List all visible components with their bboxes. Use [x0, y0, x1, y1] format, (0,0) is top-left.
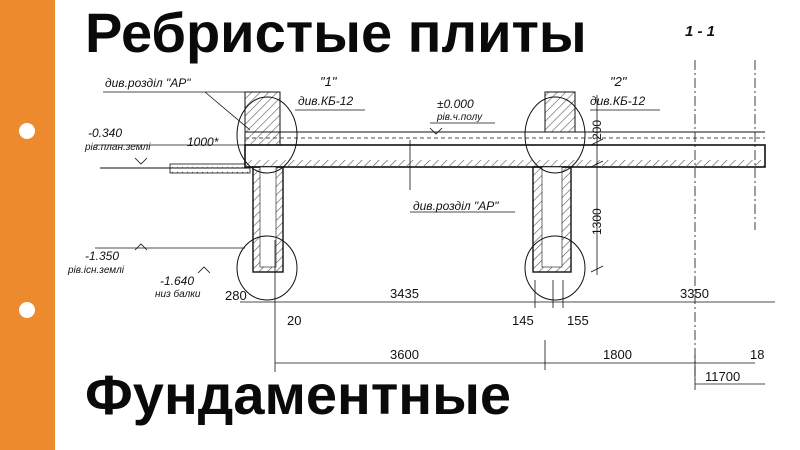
horizontal-dimensions [95, 144, 775, 390]
node-2-label: "2" [610, 74, 628, 89]
binder-hole-bottom [19, 302, 35, 318]
elev-beam: -1.640 [160, 274, 194, 288]
dim-11700: 11700 [705, 369, 740, 384]
section-label: 1 - 1 [685, 23, 715, 40]
dim-20: 20 [287, 313, 301, 328]
elev-beam-note: низ балки [155, 288, 201, 300]
vertical-dimensions [590, 95, 604, 275]
binder-hole-top [19, 123, 35, 139]
rib-2 [532, 91, 576, 273]
axis-lines [694, 60, 756, 380]
elev-exist: -1.350 [85, 249, 119, 263]
accent-sidebar [0, 0, 55, 450]
dim-1800: 1800 [603, 347, 632, 362]
dim-1300: 1300 [590, 208, 604, 235]
ref-ar-top: див.розділ "АР" [105, 76, 191, 90]
ribbed-slab [244, 131, 766, 168]
dim-3435: 3435 [390, 286, 419, 301]
foundation-section-drawing: 1 - 1 див.розділ "АР" "1" див.КБ-12 "2" … [67, 23, 775, 390]
node-markers [236, 96, 586, 301]
rib-1 [252, 166, 284, 273]
dim-3600: 3600 [390, 347, 419, 362]
node-2-ref: див.КБ-12 [590, 94, 645, 108]
wall-left [244, 91, 281, 148]
elev-exist-note: рів.існ.землі [67, 265, 125, 276]
dim-1000: 1000* [187, 135, 219, 149]
elev-floor-note: рів.ч.полу [436, 112, 483, 123]
node-1-label: "1" [320, 74, 338, 89]
dim-145: 145 [512, 313, 534, 328]
elev-floor: ±0.000 [437, 97, 474, 111]
elev-plan-note: рів.план.землі [84, 142, 151, 153]
dim-155: 155 [567, 313, 589, 328]
ground-lines [100, 163, 251, 174]
dim-280: 280 [225, 288, 247, 303]
node-1-ref: див.КБ-12 [298, 94, 353, 108]
dim-18: 18 [750, 347, 764, 362]
dim-200: 200 [590, 120, 604, 140]
title-top: Ребристые плиты [85, 1, 587, 64]
dim-3350: 3350 [680, 286, 709, 301]
leader-lines [103, 91, 660, 274]
ref-ar-mid: див.розділ "АР" [413, 199, 499, 213]
title-bottom: Фундаментные [85, 363, 512, 426]
elev-plan: -0.340 [88, 126, 122, 140]
